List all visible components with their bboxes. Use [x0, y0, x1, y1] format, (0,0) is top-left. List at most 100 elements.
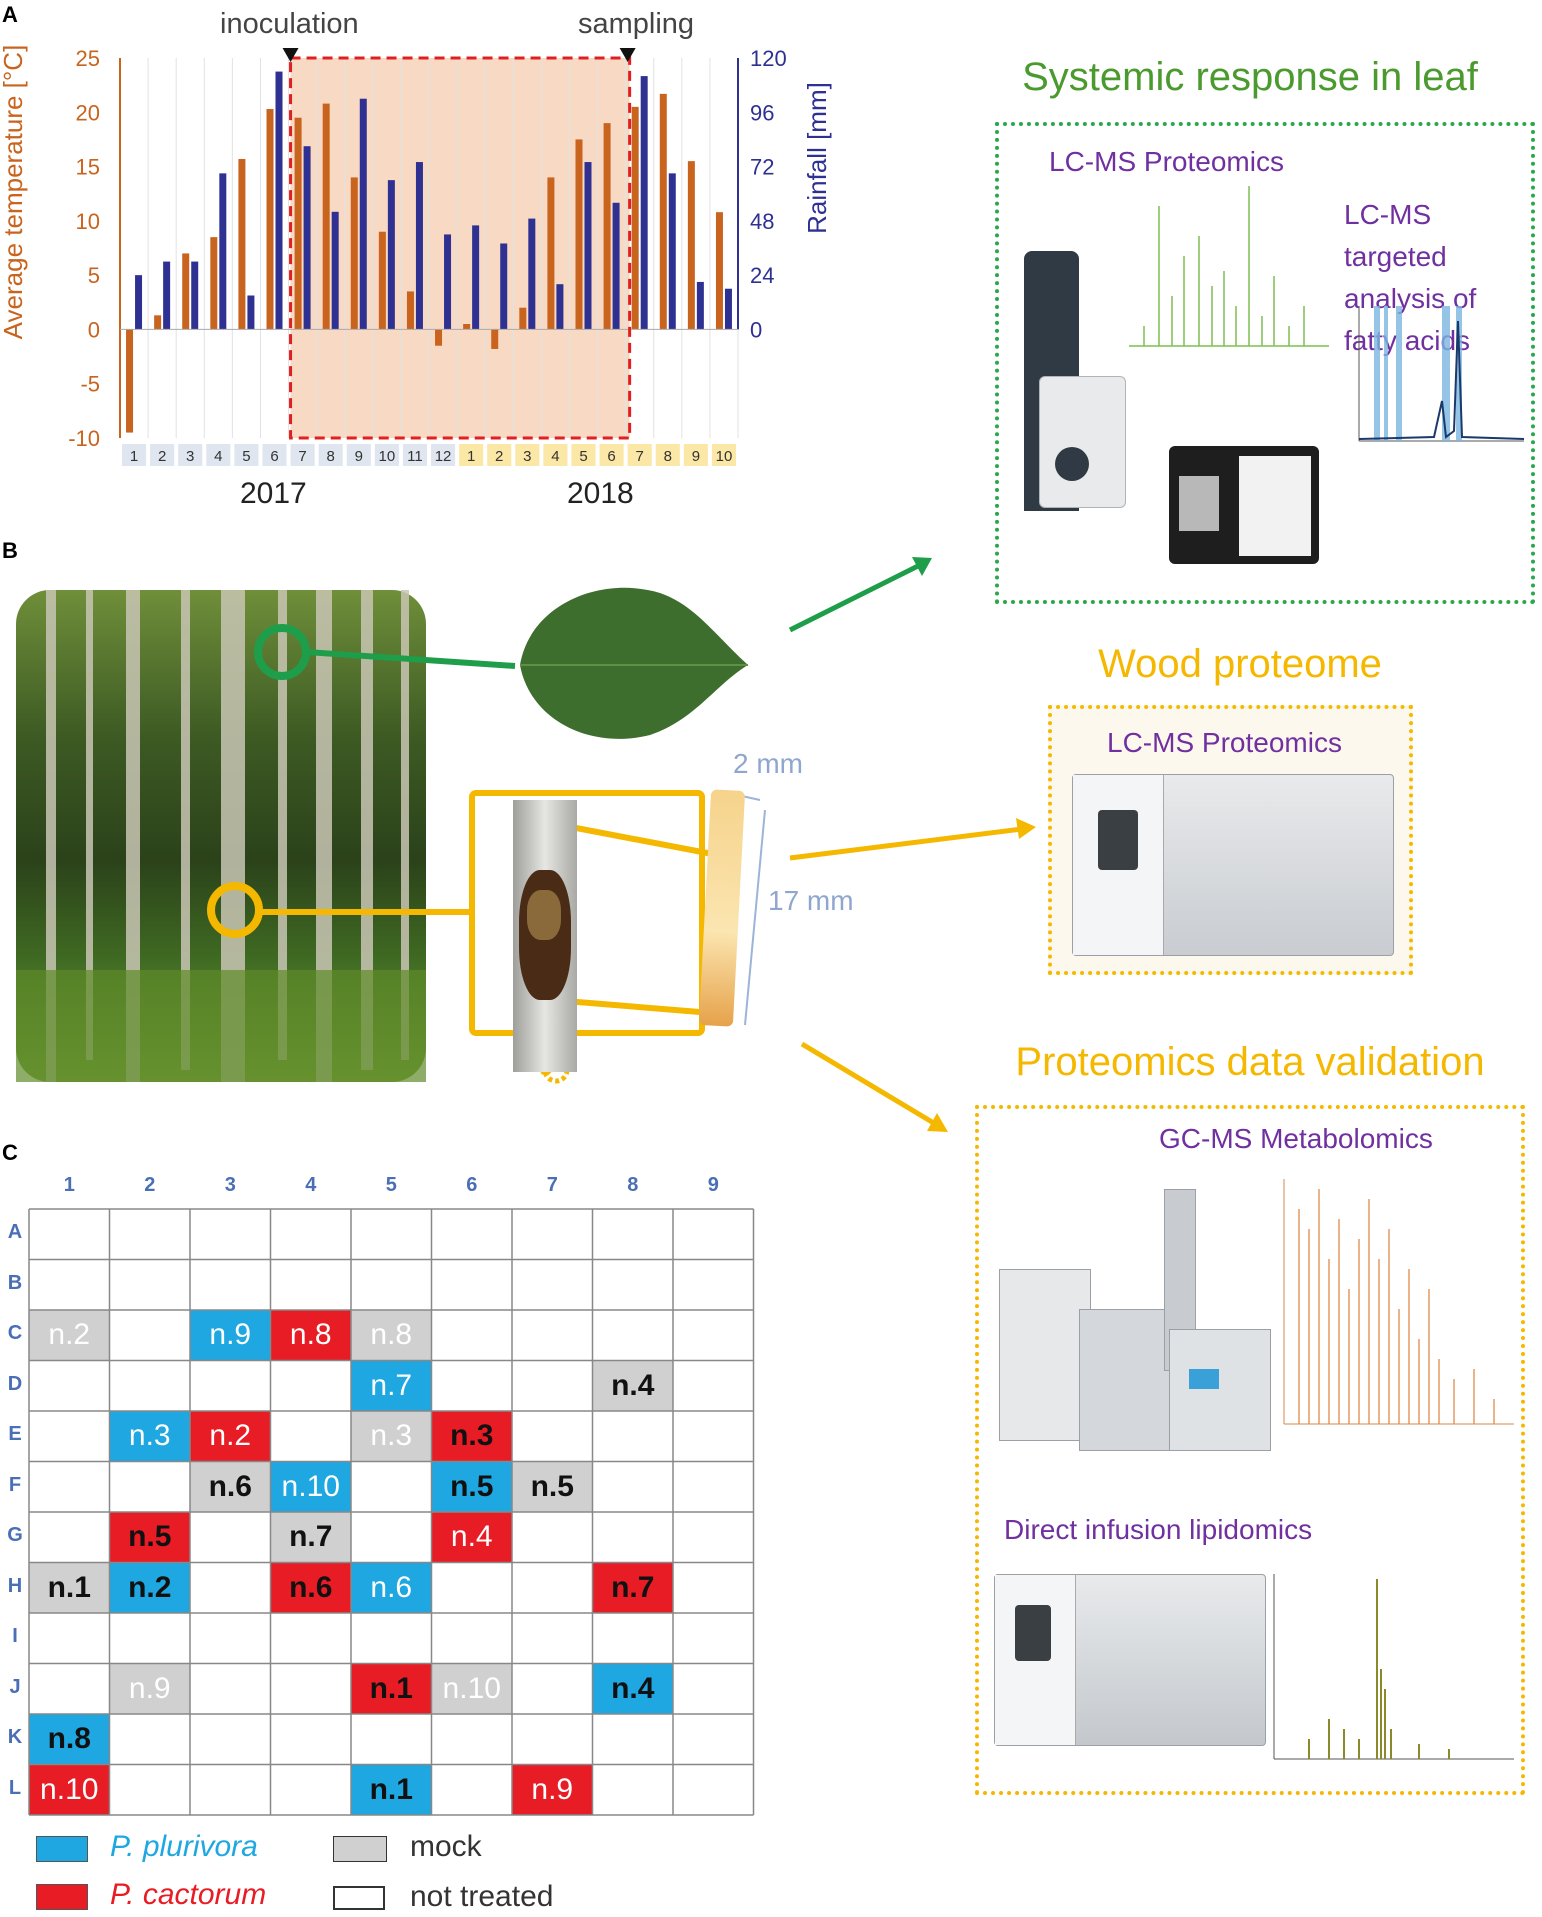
panel-a-letter: A: [2, 2, 18, 27]
panel-c-letter: C: [2, 1140, 18, 1165]
lc-instrument-detector: [1039, 376, 1126, 508]
temperature-bar: [126, 329, 134, 433]
temperature-bar: [350, 177, 358, 330]
temperature-bar: [687, 161, 695, 330]
fatty-acids-line-1: LC-MS: [1344, 199, 1432, 230]
validation-section-title: Proteomics data validation: [1015, 1040, 1485, 1084]
temperature-bar: [182, 253, 190, 330]
grid-cell-plurivora: n.8: [29, 1714, 110, 1765]
temperature-bar: [266, 109, 274, 330]
wood-analysis-box: LC-MS Proteomics: [1048, 705, 1413, 975]
fatty-acids-line-3: analysis of: [1344, 283, 1477, 314]
row-label: A: [7, 1221, 23, 1243]
temperature-bar: [715, 212, 723, 330]
leaf-method-proteomics: LC-MS Proteomics: [1049, 146, 1284, 177]
grid-cell-mock: n.5: [512, 1461, 593, 1512]
month-cell: [178, 444, 203, 466]
year-2018-label: 2018: [567, 477, 634, 510]
left-tick-label: -5: [80, 372, 100, 397]
month-label: 1: [467, 448, 475, 465]
grid-cell-cactorum: n.9: [512, 1764, 593, 1815]
validation-analysis-box: GC-MS Metabolomics Direct infusion lipid…: [975, 1105, 1525, 1795]
left-tick-label: 15: [76, 155, 100, 180]
gcms-method-label: GC-MS Metabolomics: [1159, 1123, 1433, 1154]
rainfall-bar: [191, 261, 199, 330]
row-label: G: [7, 1524, 23, 1546]
grid-cell-mock: n.3: [351, 1411, 432, 1462]
month-label: 4: [214, 448, 222, 465]
grid-cell-cactorum: n.1: [351, 1663, 432, 1714]
rainfall-bar: [500, 243, 508, 330]
wood-section-title: Wood proteome: [1098, 642, 1382, 686]
leaf-method-fatty-acids: LC-MS targeted analysis of fatty acids: [1344, 194, 1476, 362]
column-label: 5: [385, 1174, 397, 1196]
rainfall-bar: [444, 234, 452, 330]
month-label: 9: [355, 448, 363, 465]
grid-cell-mock: n.8: [351, 1310, 432, 1361]
leaf-chromatogram: [1129, 186, 1329, 347]
row-label: L: [8, 1776, 22, 1799]
grid-cell-cactorum: n.4: [431, 1512, 512, 1563]
sampling-marker: [619, 48, 636, 62]
month-cell: [234, 444, 259, 466]
row-label: E: [8, 1423, 22, 1445]
left-tick-label: 20: [76, 100, 100, 125]
fatty-acids-line-2: targeted: [1344, 241, 1447, 272]
rainfall-bar: [612, 202, 620, 330]
month-label: 10: [379, 448, 396, 465]
row-label: D: [7, 1372, 23, 1395]
panel-b-letter: B: [2, 538, 18, 563]
right-tick-label: 48: [750, 209, 774, 234]
legend-not-treated-label: not treated: [410, 1880, 554, 1913]
grid-cell-plurivora: n.7: [351, 1360, 432, 1411]
month-label: 7: [298, 448, 306, 465]
grid-cell-plurivora: n.4: [592, 1663, 673, 1714]
rainfall-bar: [303, 146, 311, 330]
temperature-bar: [238, 158, 246, 330]
legend-mock-swatch: [333, 1836, 387, 1862]
grid-cell-cactorum: n.3: [431, 1411, 512, 1462]
temperature-bar: [210, 237, 218, 330]
rainfall-bar: [584, 162, 592, 330]
wood-ms-instrument: [1072, 774, 1394, 956]
left-tick-label: 0: [88, 317, 100, 342]
temperature-bar: [378, 231, 386, 330]
temperature-bar: [435, 329, 443, 346]
month-label: 6: [270, 448, 278, 465]
temperature-bar: [491, 329, 499, 349]
legend-mock-label: mock: [410, 1830, 482, 1863]
grid-cell-mock: n.2: [29, 1310, 110, 1361]
grid-cell-cactorum: n.7: [592, 1562, 673, 1613]
month-label: 12: [435, 448, 452, 465]
temperature-bar: [519, 307, 527, 330]
leaf-image: [520, 587, 748, 739]
right-tick-label: 120: [750, 46, 787, 71]
month-label: 5: [579, 448, 587, 465]
legend-plurivora-label: P. plurivora: [110, 1830, 258, 1863]
grid-cell-plurivora: n.2: [109, 1562, 190, 1613]
rainfall-bar: [528, 218, 536, 330]
gcms-instrument: [999, 1189, 1279, 1469]
grid-cell-cactorum: n.5: [109, 1512, 190, 1563]
month-cell: [627, 444, 652, 466]
grid-cell-cactorum: n.8: [270, 1310, 351, 1361]
row-label: J: [9, 1675, 21, 1698]
column-label: 7: [546, 1174, 558, 1196]
month-label: 10: [716, 448, 733, 465]
grid-cell-mock: n.1: [29, 1562, 110, 1613]
lipidomics-spectrum: [1273, 1574, 1514, 1760]
month-cell: [150, 444, 175, 466]
poplar-stand-photo: [16, 590, 426, 1082]
trunk-lesion-image: [513, 800, 577, 1072]
column-label: 4: [305, 1174, 317, 1196]
grid-lines: [28, 1208, 755, 1816]
month-cell: [206, 444, 231, 466]
column-label: 8: [627, 1174, 639, 1196]
rainfall-bar: [219, 173, 227, 330]
month-label: 11: [407, 448, 423, 465]
grid-cell-cactorum: n.2: [190, 1411, 271, 1462]
left-tick-label: 5: [88, 263, 100, 288]
temperature-bar: [603, 123, 611, 330]
temperature-bar: [322, 103, 330, 330]
